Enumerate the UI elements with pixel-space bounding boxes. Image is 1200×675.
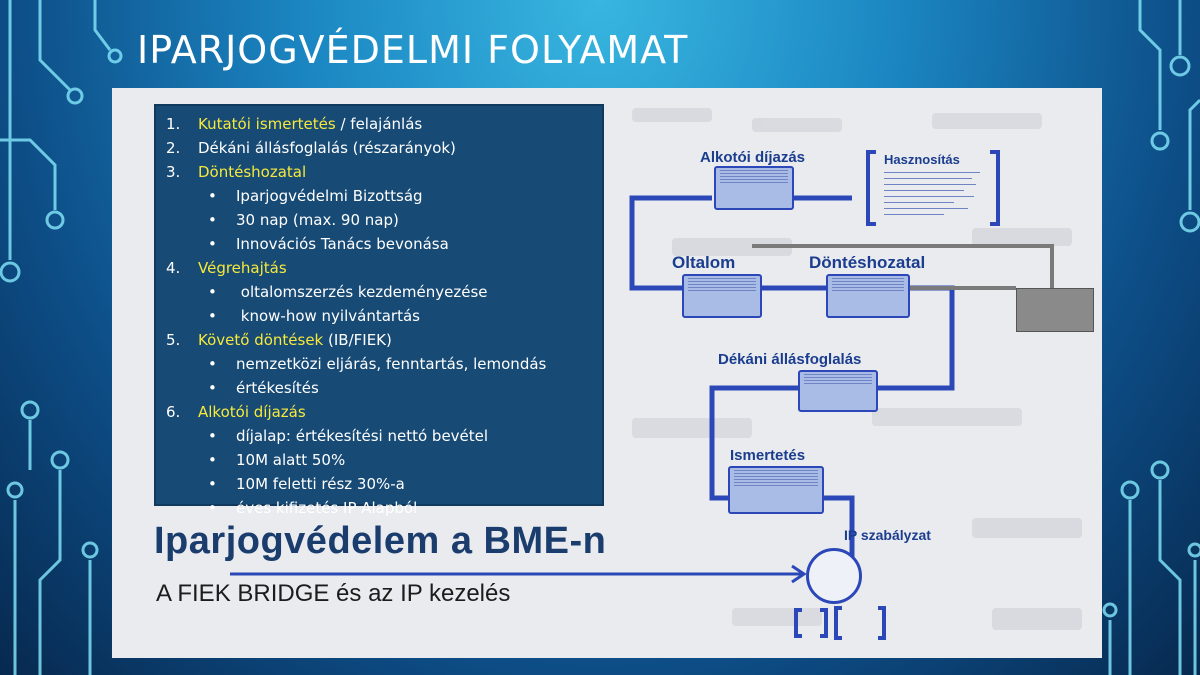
alkotoi-dijazas-card (714, 166, 794, 210)
process-diagram: Alkotói díjazás Oltalom Döntéshozatal Dé… (230, 149, 1054, 640)
bracket-right (820, 608, 828, 638)
process-steps-box: 1. Kutatói ismertetés / felajánlás 2. Déká… (154, 104, 604, 517)
grey-connector (752, 244, 1054, 288)
bracket-left (834, 606, 842, 640)
bullet-item: Innovációs Tanács bevonása (208, 232, 602, 256)
diagram-label-dekani: Dékáni állásfoglalás (718, 351, 861, 368)
step-suffix: (IB/FIEK) (323, 331, 392, 349)
grey-note-box (1016, 288, 1094, 332)
slide-title: IPARJOGVÉDELMI FOLYAMAT (137, 28, 689, 72)
diagram-label-alkotoi: Alkotói díjazás (700, 149, 805, 166)
hasznositas-title: Hasznosítás (884, 152, 960, 167)
step-number: 6. (166, 403, 181, 421)
step-5: 5. Követő döntések (IB/FIEK) nemzetközi e… (166, 328, 602, 400)
step-1: 1. Kutatói ismertetés / felajánlás (166, 112, 602, 136)
bullet-item: éves kifizetés IP Alapból (208, 496, 602, 520)
step-3-bullets: Iparjogvédelmi Bizottság 30 nap (max. 90… (166, 184, 602, 256)
bracket-left (794, 608, 802, 638)
diagram-label-ip-szabalyzat: IP szabályzat (844, 527, 931, 543)
ip-szabalyzat-circle (806, 548, 862, 604)
bullet-item: értékesítés (208, 376, 602, 400)
bracket-left (866, 150, 876, 226)
ismertetes-card (728, 466, 824, 514)
background-slide-subtitle: A FIEK BRIDGE és az IP kezelés (156, 580, 511, 607)
step-label: Végrehajtás (198, 259, 287, 277)
step-label: Döntéshozatal (198, 163, 307, 181)
connector-path (709, 385, 855, 558)
step-4: 4. Végrehajtás oltalomszerzés kezdeményez… (166, 256, 602, 328)
diagram-label-oltalom: Oltalom (672, 253, 735, 272)
step-6-bullets: díjalap: értékesítési nettó bevétel 10M … (166, 424, 602, 520)
step-number: 5. (166, 331, 181, 349)
bullet-item: 10M alatt 50% (208, 448, 602, 472)
diagram-label-donteshozatal: Döntéshozatal (809, 253, 925, 272)
bullet-item: díjalap: értékesítési nettó bevétel (208, 424, 602, 448)
bullet-item: oltalomszerzés kezdeményezése (208, 280, 602, 304)
slide-content-image: 1. Kutatói ismertetés / felajánlás 2. Déká… (112, 88, 1102, 658)
step-suffix: / felajánlás (335, 115, 423, 133)
step-label: Kutatói ismertetés (198, 115, 336, 133)
blurred-background (632, 108, 1082, 630)
arrow-head (791, 564, 807, 584)
step-label: Dékáni állásfoglalás (részarányok) (198, 139, 456, 157)
bullet-item: Iparjogvédelmi Bizottság (208, 184, 602, 208)
step-6: 6. Alkotói díjazás díjalap: értékesítési … (166, 400, 602, 520)
bracket-right (990, 150, 1000, 226)
bullet-item: know-how nyilvántartás (208, 304, 602, 328)
background-slide-title: Iparjogvédelem a BME-n (154, 520, 607, 562)
step-5-bullets: nemzetközi eljárás, fenntartás, lemondás… (166, 352, 602, 400)
bracket-right (878, 606, 886, 640)
step-number: 2. (166, 139, 181, 157)
step-3: 3. Döntéshozatal Iparjogvédelmi Bizottság… (166, 160, 602, 256)
donteshozatal-card (826, 274, 910, 318)
diagram-label-ismertetes: Ismertetés (730, 447, 805, 464)
step-4-bullets: oltalomszerzés kezdeményezése know-how n… (166, 280, 602, 328)
step-label: Követő döntések (198, 331, 324, 349)
bullet-item: 10M feletti rész 30%-a (208, 472, 602, 496)
step-number: 4. (166, 259, 181, 277)
process-steps-list: 1. Kutatói ismertetés / felajánlás 2. Déká… (166, 112, 602, 520)
bullet-item: 30 nap (max. 90 nap) (208, 208, 602, 232)
step-label: Alkotói díjazás (198, 403, 306, 421)
oltalom-card (682, 274, 762, 318)
dekani-card (798, 370, 878, 412)
hasznositas-box: Hasznosítás (868, 152, 998, 224)
step-number: 3. (166, 163, 181, 181)
step-2: 2. Dékáni állásfoglalás (részarányok) (166, 136, 602, 160)
bullet-item: nemzetközi eljárás, fenntartás, lemondás (208, 352, 602, 376)
step-number: 1. (166, 115, 181, 133)
